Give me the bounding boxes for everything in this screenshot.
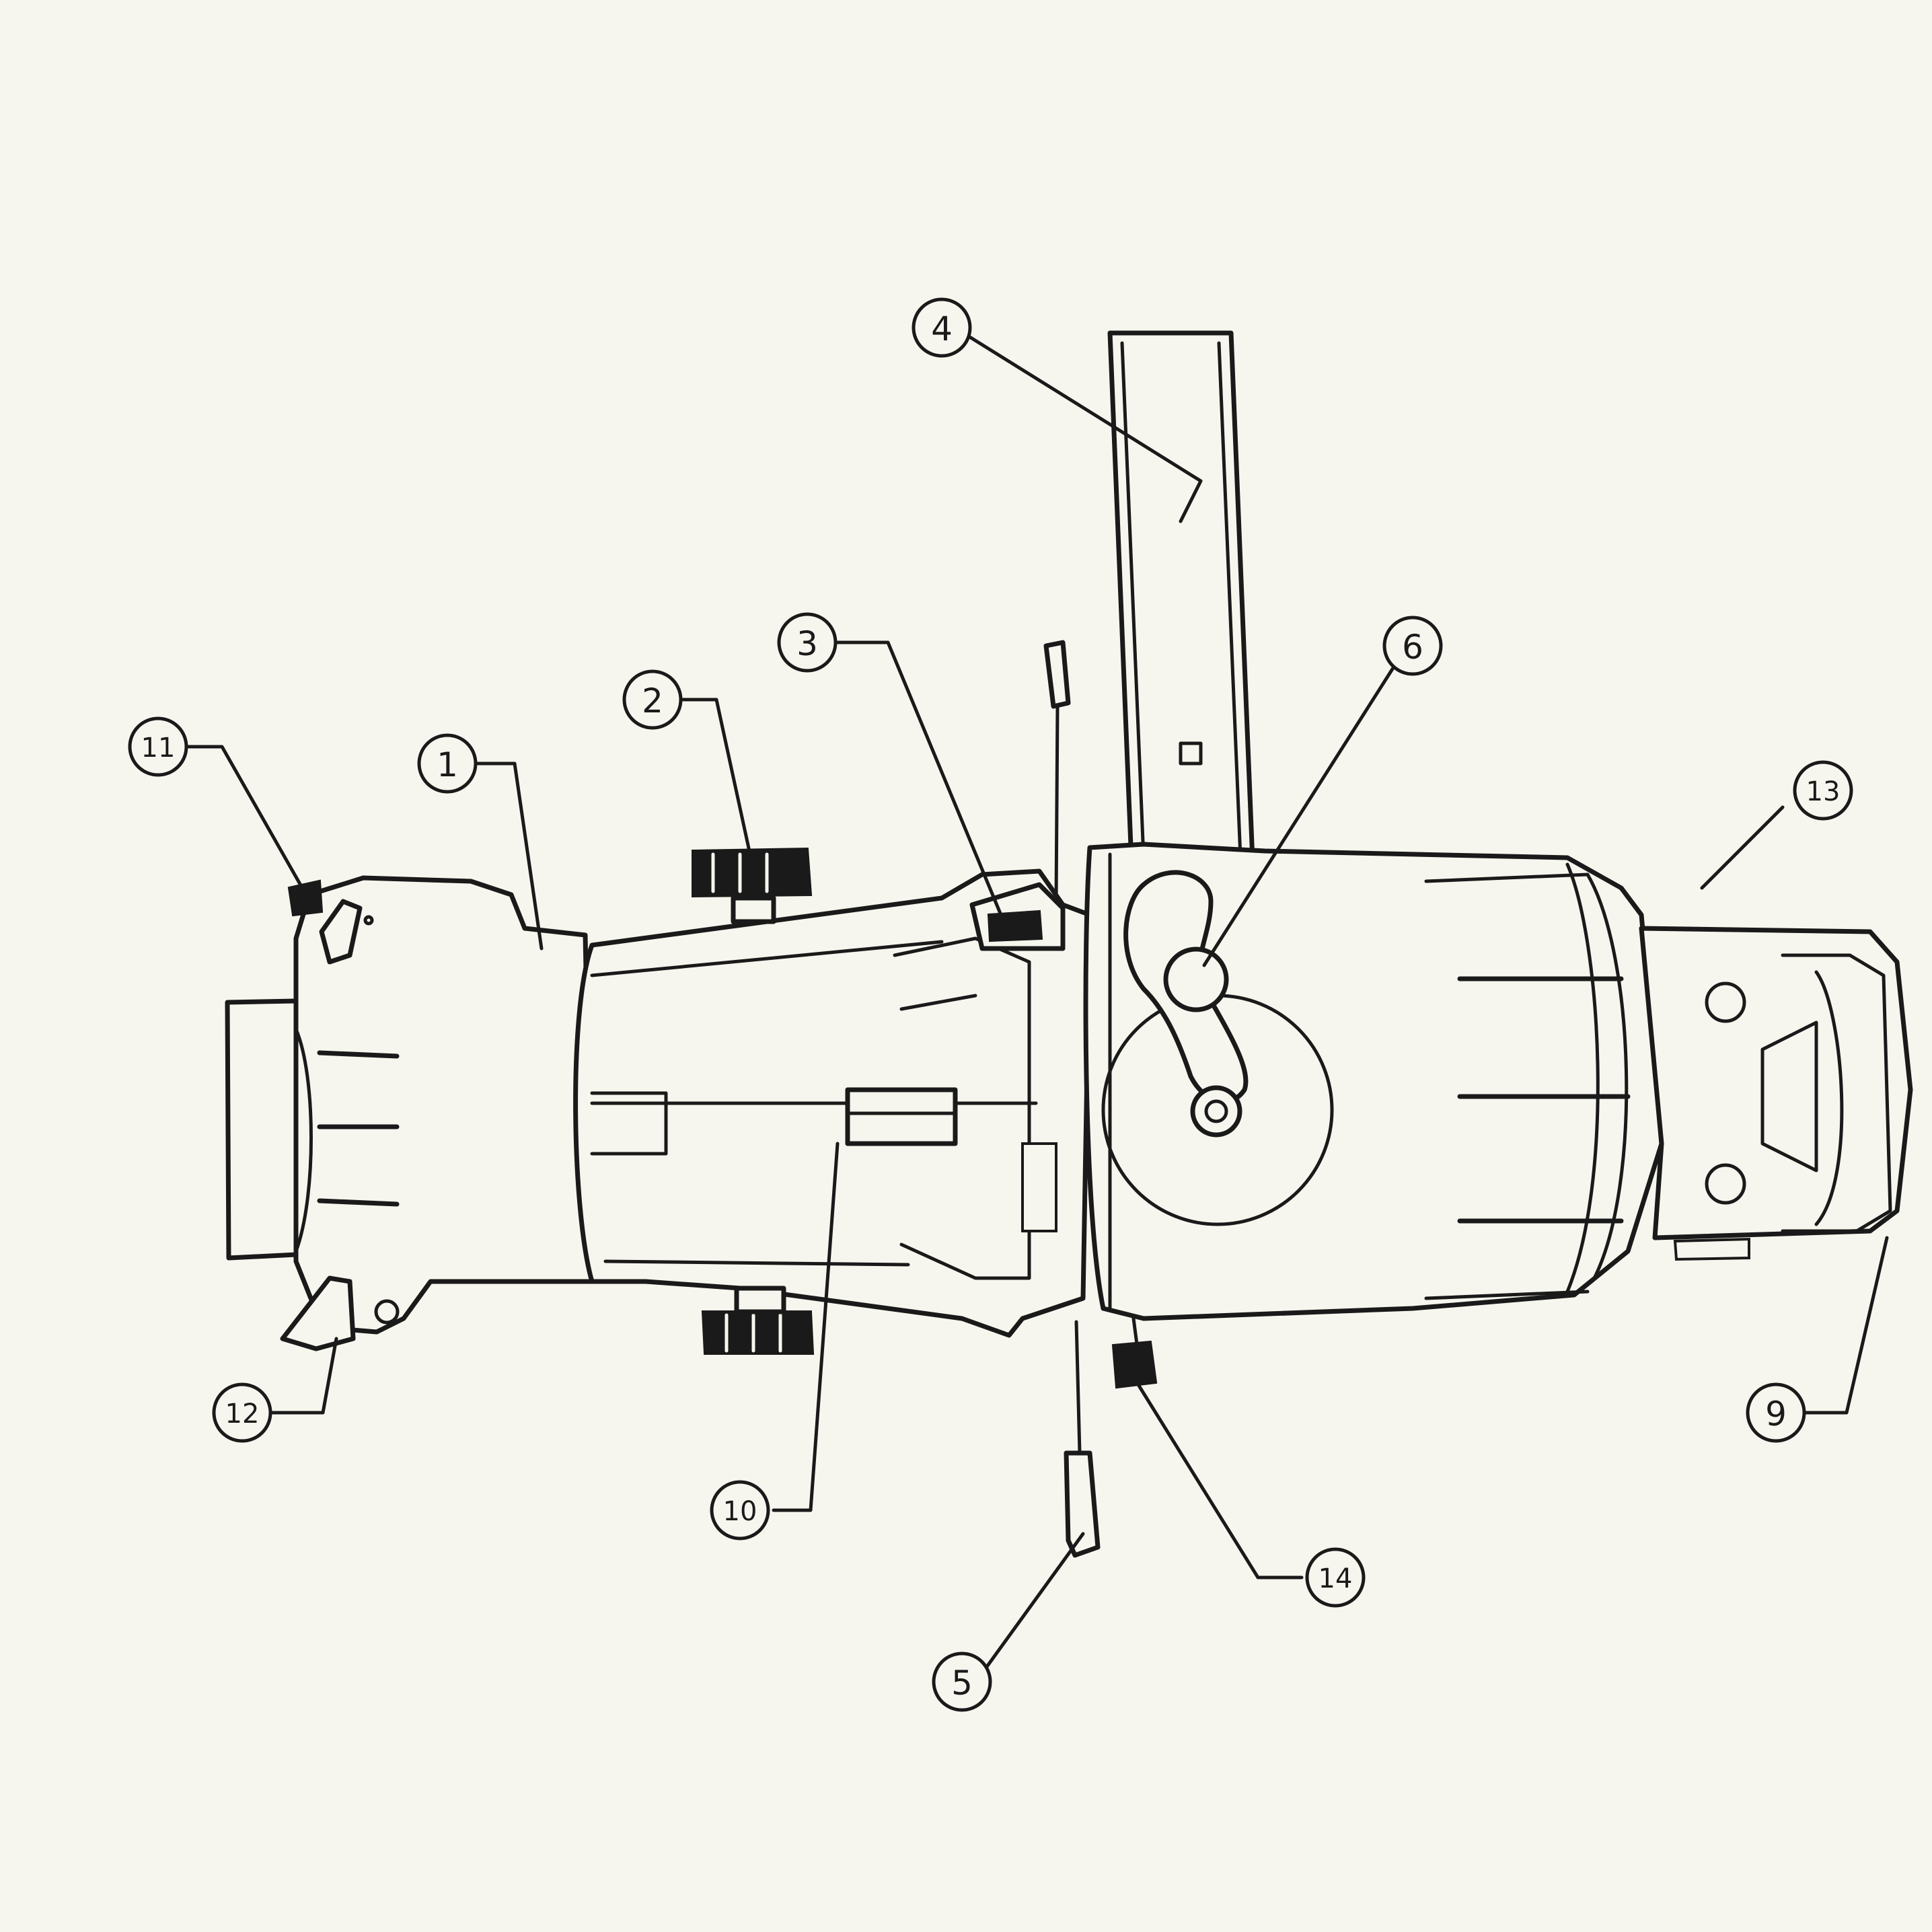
callout-14-label: 14 (1318, 1563, 1353, 1594)
callout-5: 5 (932, 1651, 992, 1712)
callout-4: 4 (912, 297, 972, 358)
callout-12-label: 12 (225, 1399, 260, 1429)
callout-10: 10 (710, 1480, 770, 1540)
callout-11: 11 (128, 716, 188, 777)
leader-lines (186, 334, 1889, 1677)
callout-6: 6 (1382, 616, 1443, 676)
callout-6-label: 6 (1402, 628, 1423, 667)
wing-knob (1123, 870, 1249, 1138)
callout-9: 9 (1746, 1382, 1806, 1443)
callout-13-label: 13 (1806, 776, 1841, 807)
lamp-housing (1083, 842, 1664, 1389)
focus-handles (1043, 640, 1101, 1558)
callout-13: 13 (1793, 760, 1853, 821)
front-lens-tube (225, 875, 595, 1351)
callout-10-label: 10 (723, 1496, 757, 1527)
callout-2: 2 (622, 669, 683, 730)
callout-4-label: 4 (931, 309, 953, 348)
callout-12: 12 (212, 1382, 272, 1443)
callout-11-label: 11 (141, 733, 176, 764)
callout-2-label: 2 (642, 681, 663, 720)
callout-1-label: 1 (437, 745, 458, 784)
lens-barrel (573, 847, 1092, 1355)
rear-cap (1639, 926, 1913, 1261)
callout-14: 14 (1305, 1547, 1366, 1608)
callout-3: 3 (777, 612, 838, 673)
callout-3-label: 3 (796, 624, 818, 663)
callout-5-label: 5 (951, 1664, 973, 1703)
callout-1: 1 (417, 733, 478, 794)
callout-9-label: 9 (1765, 1395, 1787, 1434)
